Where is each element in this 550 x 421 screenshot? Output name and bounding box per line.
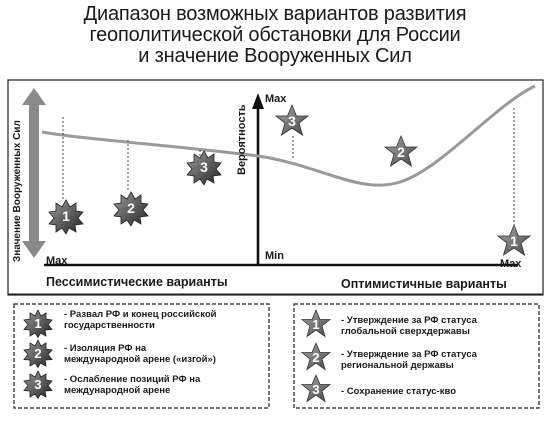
center-max-label: Max	[265, 93, 287, 105]
optimistic-marker-1-number: 1	[510, 233, 518, 249]
legend-optimistic-text-3: - Сохранение статус-кво	[341, 386, 456, 397]
legend-optimistic-number-2: 2	[312, 350, 319, 365]
legend-optimistic-number-1: 1	[312, 317, 319, 332]
legend-optimistic-number-3: 3	[312, 382, 319, 397]
optimistic-marker-2-number: 2	[397, 144, 405, 160]
title-line-1: Диапазон возможных вариантов развития	[83, 3, 467, 25]
left-importance-arrow	[22, 88, 46, 258]
center-axis-label: Вероятность	[236, 104, 248, 175]
legend-pessimistic-number-2: 2	[34, 346, 41, 361]
legend-pessimistic-text-1: - Развал РФ и конец российской государст…	[64, 309, 217, 331]
optimistic-section-label: Оптимистичные варианты	[341, 277, 507, 291]
legend-optimistic-text-2: - Утверждение за РФ статуса региональной…	[341, 349, 477, 371]
legend-pessimistic-box	[13, 303, 270, 409]
right-max-label: Max	[500, 258, 522, 270]
legend-optimistic-box	[293, 303, 540, 409]
title-line-2: геополитической обстановки для России	[89, 24, 461, 46]
pessimistic-section-label: Пессимистические варианты	[46, 275, 228, 289]
probability-curve	[41, 84, 536, 187]
optimistic-marker-3-number: 3	[288, 113, 296, 129]
probability-axis	[252, 93, 264, 265]
center-min-label: Min	[265, 250, 284, 262]
legend-pessimistic-number-1: 1	[34, 316, 41, 331]
legend-optimistic-text-1: - Утверждение за РФ статуса глобальной с…	[341, 315, 477, 337]
plot-frame	[7, 79, 544, 296]
left-max-label: Max	[46, 255, 68, 267]
dotted-guide-lines	[62, 108, 515, 226]
title-line-3: и значение Вооруженных Сил	[138, 45, 412, 67]
left-axis-label: Значение Вооруженных Сил	[12, 120, 23, 262]
legend-pessimistic-text-3: - Ослабление позиций РФ на международной…	[64, 374, 201, 396]
legend-pessimistic-number-3: 3	[34, 377, 41, 392]
pessimistic-marker-3-number: 3	[200, 159, 208, 175]
pessimistic-marker-2-number: 2	[127, 200, 135, 216]
legend-pessimistic-text-2: - Изоляция РФ на международной арене («и…	[64, 343, 216, 365]
diagram-title: Диапазон возможных вариантов развития ге…	[0, 4, 550, 67]
pessimistic-marker-1-number: 1	[62, 208, 70, 224]
